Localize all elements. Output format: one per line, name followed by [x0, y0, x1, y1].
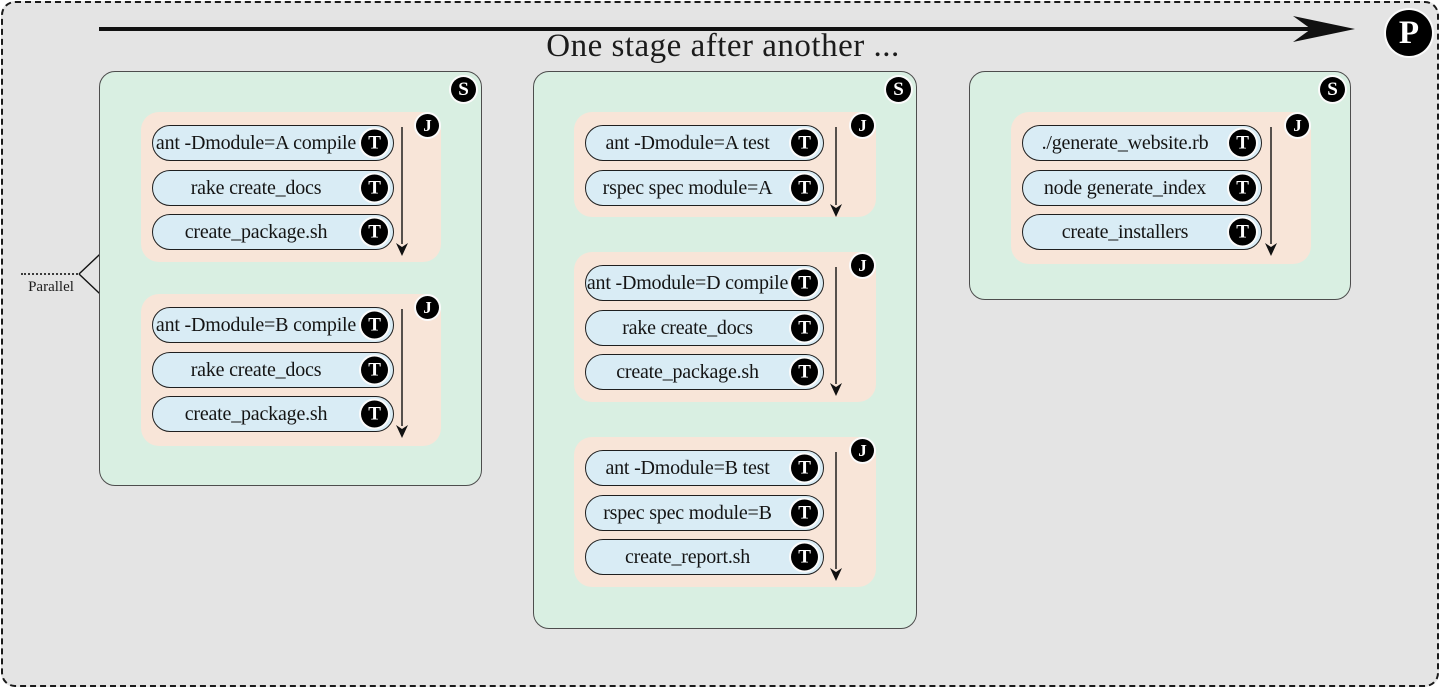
task-pill: create_installers T [1022, 214, 1262, 250]
task-pill: create_package.sh T [152, 396, 394, 432]
task-label: ant -Dmodule=B compile [155, 313, 357, 336]
task-label: ant -Dmodule=B test [605, 456, 770, 479]
job-flow-arrow [396, 127, 408, 256]
task-label: ant -Dmodule=A compile [155, 131, 357, 154]
task-label: ant -Dmodule=D compile [586, 271, 789, 294]
task-label: ant -Dmodule=A test [605, 131, 770, 154]
stage-2-job-1: J ant -Dmodule=A test T rspec spec modul… [574, 112, 876, 217]
job-flow-arrow [830, 267, 842, 396]
task-label: ./generate_website.rb [1041, 131, 1209, 154]
job-badge: J [416, 296, 439, 319]
task-pill: ./generate_website.rb T [1022, 125, 1262, 161]
diagram-title: One stage after another ... [546, 28, 900, 64]
task-label: create_installers [1061, 220, 1189, 243]
task-badge: T [791, 543, 818, 571]
task-label: rspec spec module=A [602, 176, 773, 199]
parallel-dotted-line [21, 273, 78, 275]
job-flow-arrow [396, 309, 408, 438]
task-badge: T [1229, 174, 1256, 202]
task-pill: ant -Dmodule=A compile T [152, 125, 394, 161]
task-pill: rake create_docs T [152, 170, 394, 206]
job-badge: J [851, 114, 874, 137]
task-badge: T [791, 358, 818, 386]
task-label: rake create_docs [190, 358, 322, 381]
task-badge: T [361, 400, 388, 428]
stage-1-job-2: J ant -Dmodule=B compile T rake create_d… [141, 294, 441, 446]
parallel-label: Parallel [28, 279, 74, 295]
stage-2: S J ant -Dmodule=A test T rspec spec mod… [533, 71, 917, 629]
stage-badge: S [451, 77, 476, 102]
task-badge: T [791, 269, 818, 297]
task-label: rake create_docs [622, 316, 753, 339]
task-pill: rspec spec module=A T [585, 170, 824, 206]
task-pill: rake create_docs T [585, 310, 824, 346]
task-label: create_package.sh [184, 220, 328, 243]
job-badge: J [1286, 114, 1309, 137]
task-label: create_package.sh [184, 402, 328, 425]
job-flow-arrow [1265, 127, 1277, 256]
task-badge: T [791, 314, 818, 342]
task-pill: ant -Dmodule=B test T [585, 450, 824, 486]
job-flow-arrow [830, 127, 842, 217]
task-pill: create_package.sh T [152, 214, 394, 250]
task-badge: T [791, 129, 818, 157]
job-badge: J [851, 439, 874, 462]
task-pill: rake create_docs T [152, 352, 394, 388]
task-badge: T [361, 174, 388, 202]
stage-2-job-3: J ant -Dmodule=B test T rspec spec modul… [574, 437, 876, 587]
task-badge: T [1229, 129, 1256, 157]
task-badge: T [791, 454, 818, 482]
task-pill: node generate_index T [1022, 170, 1262, 206]
job-badge: J [416, 114, 439, 137]
stage-1: S J ant -Dmodule=A compile T rake create… [99, 71, 482, 486]
task-pill: create_report.sh T [585, 539, 824, 575]
task-label: rake create_docs [190, 176, 322, 199]
task-pill: rspec spec module=B T [585, 495, 824, 531]
task-pill: create_package.sh T [585, 354, 824, 390]
stage-3-job-1: J ./generate_website.rb T node generate_… [1011, 112, 1311, 264]
pipeline-badge: P [1386, 10, 1432, 56]
stage-3: S J ./generate_website.rb T node generat… [969, 71, 1351, 300]
task-label: rspec spec module=B [603, 501, 772, 524]
task-badge: T [361, 356, 388, 384]
pipeline-sequence-arrow [99, 16, 1355, 42]
task-pill: ant -Dmodule=A test T [585, 125, 824, 161]
task-badge: T [791, 174, 818, 202]
task-badge: T [791, 499, 818, 527]
task-label: create_report.sh [624, 545, 751, 568]
task-badge: T [361, 129, 388, 157]
stage-1-job-1: J ant -Dmodule=A compile T rake create_d… [141, 112, 441, 262]
task-badge: T [1229, 218, 1256, 246]
task-pill: ant -Dmodule=D compile T [585, 265, 824, 301]
task-pill: ant -Dmodule=B compile T [152, 307, 394, 343]
stage-badge: S [886, 77, 911, 102]
job-flow-arrow [830, 452, 842, 581]
task-label: create_package.sh [616, 360, 759, 383]
task-badge: T [361, 218, 388, 246]
stage-badge: S [1320, 77, 1345, 102]
task-badge: T [361, 311, 388, 339]
task-label: node generate_index [1043, 176, 1207, 199]
stage-2-job-2: J ant -Dmodule=D compile T rake create_d… [574, 252, 876, 402]
job-badge: J [851, 254, 874, 277]
